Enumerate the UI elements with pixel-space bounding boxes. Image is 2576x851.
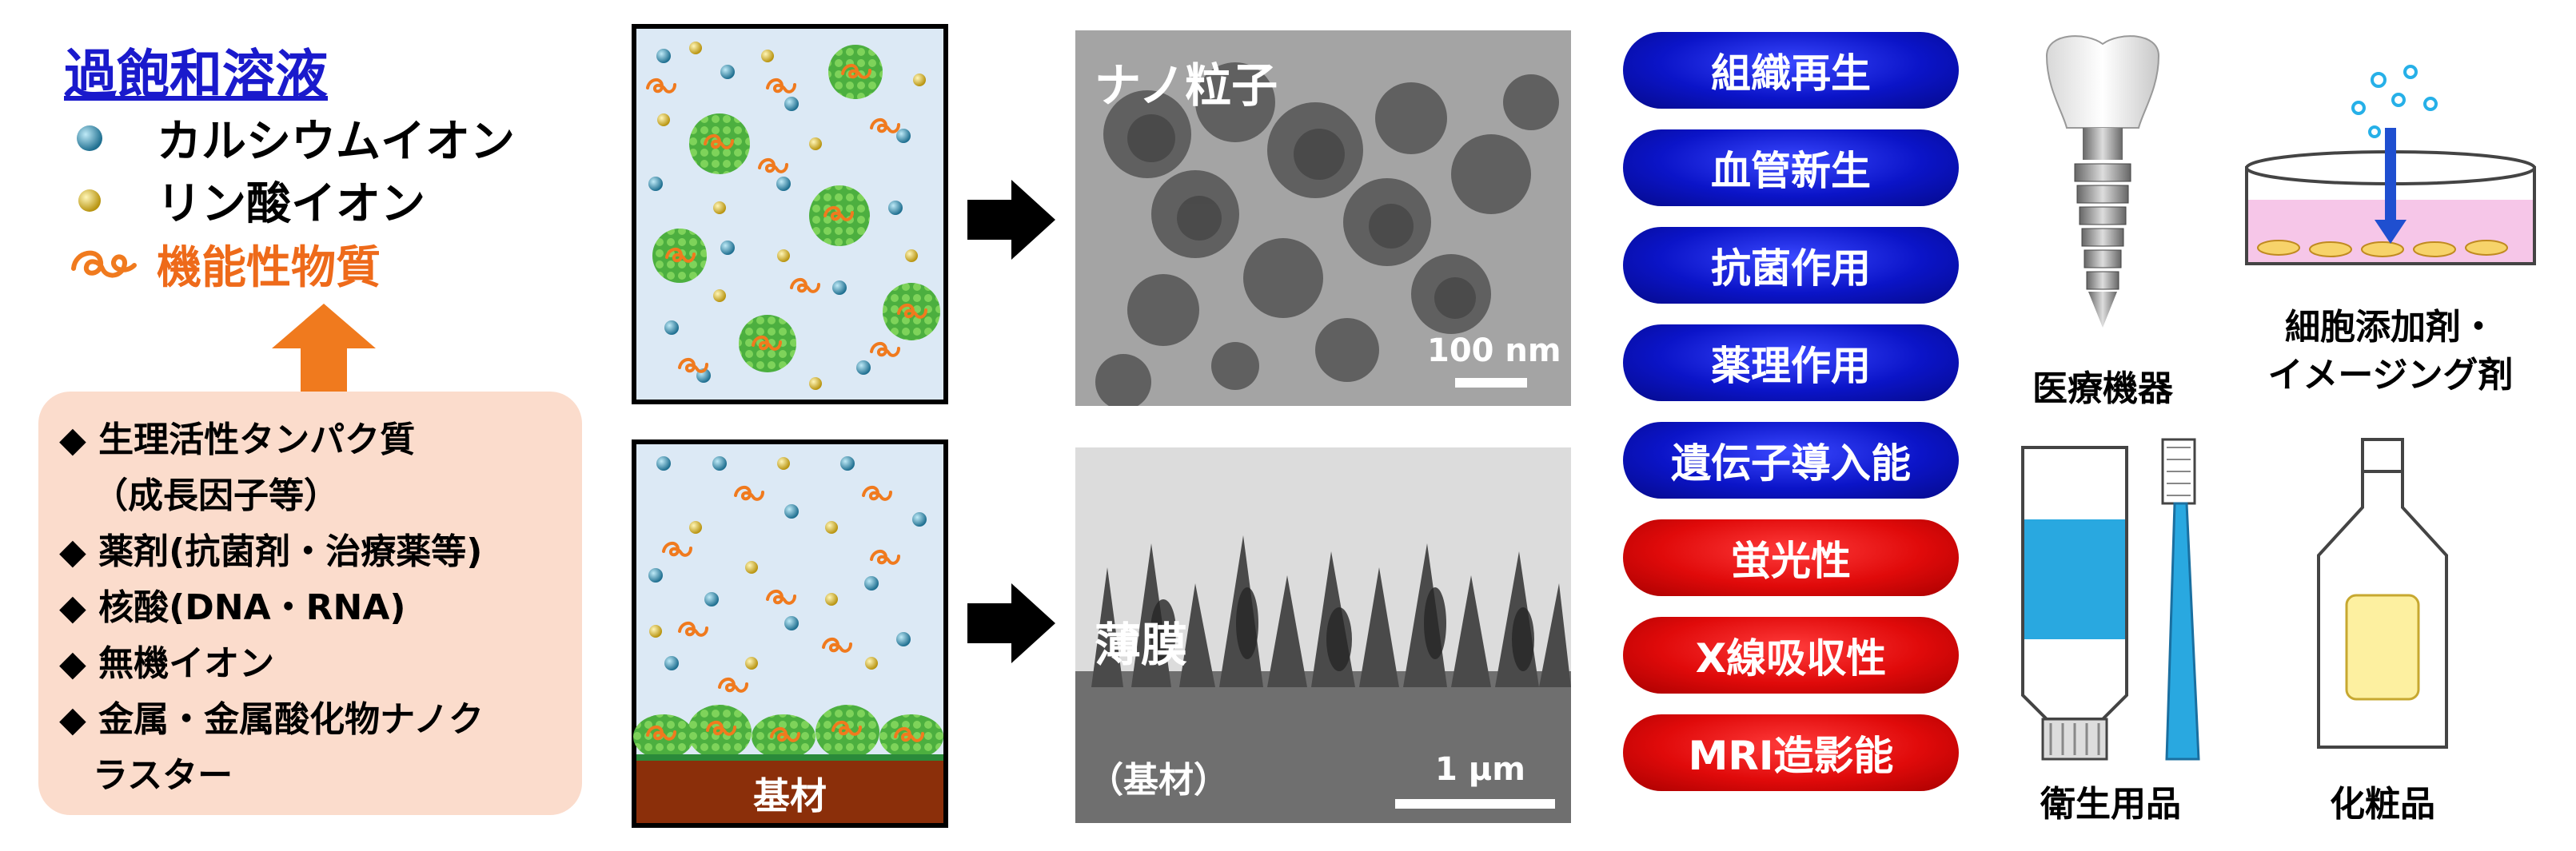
application-cell-additive: 細胞添加剤・ イメージング剤: [2239, 304, 2542, 400]
calcium-ion-icon: [77, 125, 102, 151]
legend-functional-substance: 機能性物質: [67, 232, 381, 296]
nanoparticle-tem-image: ナノ粒子 100 nm: [1075, 30, 1571, 406]
calcium-ions: [648, 456, 927, 670]
thin-film-tem-image: 薄膜 （基材） 1 μm: [1075, 447, 1571, 823]
cosmetic-bottle-icon: [2317, 438, 2448, 749]
thin-film-formation-schematic: [632, 439, 948, 828]
substance-item: ラスター: [93, 755, 233, 796]
nanoparticle: [652, 229, 707, 283]
cell-additive-line1: 細胞添加剤・: [2285, 307, 2496, 348]
function-pill-fluorescence: 蛍光性: [1623, 519, 1959, 596]
functional-substance-icon: [71, 250, 137, 277]
tem-particles-texture: [1075, 30, 1571, 406]
thin-film-label: 薄膜: [1095, 618, 1188, 672]
cell-additive-line2: イメージング剤: [2267, 355, 2514, 396]
film-scale-label: 1 μm: [1435, 751, 1525, 788]
phosphate-ions: [649, 457, 878, 670]
calcium-ions: [648, 49, 911, 383]
legend-phosphate-label: リン酸イオン: [157, 178, 425, 230]
application-hygiene-products: 衛生用品: [2040, 784, 2181, 825]
application-medical-devices: 医療機器: [2032, 368, 2173, 409]
legend-functional-label: 機能性物質: [157, 242, 381, 294]
function-pill-tissue-regeneration: 組織再生: [1623, 32, 1959, 109]
substance-item: ◆ 薬剤(抗菌剤・治療薬等): [59, 531, 483, 572]
film-scale-bar: [1395, 799, 1555, 809]
nanoparticle: [689, 113, 750, 174]
application-cosmetics: 化粧品: [2330, 784, 2435, 825]
deposited-film-particles: [633, 705, 943, 759]
tem-film-texture: [1075, 447, 1571, 823]
substrate-block: [636, 758, 943, 823]
nanoparticle-scale-label: 100 nm: [1427, 332, 1561, 369]
substance-item: ◆ 生理活性タンパク質: [59, 420, 416, 460]
substance-item: ◆ 無機イオン: [59, 643, 275, 684]
cell-culture-dish-icon: [2245, 65, 2536, 265]
substance-item: （成長因子等）: [93, 475, 339, 516]
function-pill-mri-contrast: MRI造影能: [1623, 714, 1959, 791]
phosphate-ions: [657, 42, 926, 390]
legend-calcium-ion: カルシウムイオン: [67, 105, 515, 170]
legend-phosphate-ion: リン酸イオン: [67, 168, 425, 233]
right-arrow-icon: [967, 180, 1055, 260]
nanoparticle: [739, 315, 796, 372]
dental-implant-icon: [2045, 35, 2160, 328]
function-pill-antibacterial: 抗菌作用: [1623, 227, 1959, 304]
film-substrate-label: （基材）: [1088, 760, 1229, 801]
substrate-label: 基材: [753, 774, 827, 817]
right-arrow-icon: [967, 583, 1055, 663]
nanoparticle: [828, 45, 883, 99]
toothpaste-toothbrush-icon: [2021, 438, 2200, 761]
legend-calcium-label: カルシウムイオン: [157, 116, 515, 168]
nanoparticle: [809, 185, 870, 246]
supersaturated-solution-title: 過飽和溶液: [64, 44, 328, 105]
nanoparticle-scale-bar: [1455, 378, 1527, 388]
orange-up-arrow: [272, 304, 376, 392]
nanoparticle-formation-schematic: [632, 24, 948, 404]
functional-substances-box: ◆ 生理活性タンパク質 （成長因子等） ◆ 薬剤(抗菌剤・治療薬等) ◆ 核酸(…: [38, 392, 582, 815]
substance-item: ◆ 金属・金属酸化物ナノク: [59, 699, 484, 740]
function-pill-pharmacological: 薬理作用: [1623, 324, 1959, 401]
function-pill-xray-absorption: X線吸収性: [1623, 617, 1959, 694]
function-pill-angiogenesis: 血管新生: [1623, 129, 1959, 206]
phosphate-ion-icon: [78, 189, 101, 212]
nanoparticle: [883, 283, 940, 340]
substance-item: ◆ 核酸(DNA・RNA): [59, 587, 406, 628]
substance-list: ◆ 生理活性タンパク質 （成長因子等） ◆ 薬剤(抗菌剤・治療薬等) ◆ 核酸(…: [38, 392, 582, 804]
function-pill-gene-transfer: 遺伝子導入能: [1623, 422, 1959, 499]
nanoparticle-label: ナノ粒子: [1095, 58, 1278, 113]
